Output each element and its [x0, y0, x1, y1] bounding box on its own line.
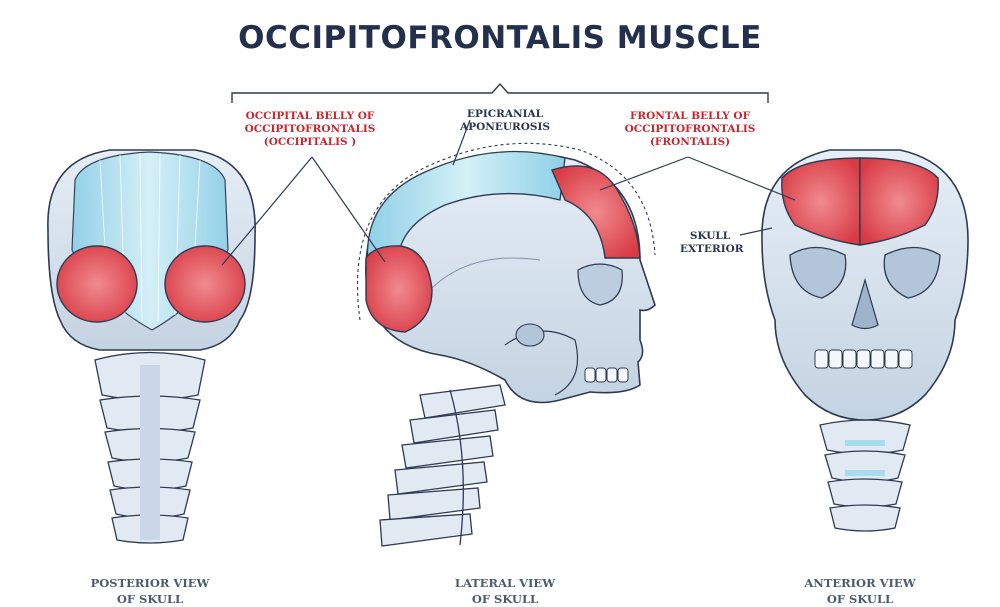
label-frontal-belly: FRONTAL BELLY OF OCCIPITOFRONTALIS (FRON…	[624, 110, 756, 148]
anterior-spine	[819, 419, 911, 532]
caption-posterior-view: POSTERIOR VIEW OF SKULL	[90, 576, 210, 606]
lateral-skull	[357, 142, 656, 547]
posterior-spine	[94, 351, 206, 544]
diagram-title: OCCIPITOFRONTALIS MUSCLE	[238, 20, 762, 56]
posterior-skull	[47, 149, 256, 544]
caption-lateral-view: LATERAL VIEW OF SKULL	[454, 576, 556, 606]
lateral-occipital-belly	[365, 245, 433, 333]
label-skull-exterior: SKULL EXTERIOR	[680, 230, 744, 255]
occipital-belly-left	[56, 245, 138, 323]
leader-lines	[221, 119, 796, 266]
label-occipital-belly: OCCIPITAL BELLY OF OCCIPITOFRONTALIS (OC…	[244, 110, 376, 148]
occipital-belly-right	[164, 245, 246, 323]
lateral-spine	[379, 384, 506, 547]
caption-anterior-view: ANTERIOR VIEW OF SKULL	[804, 576, 916, 606]
anterior-frontal-belly-right	[859, 157, 939, 246]
label-epicranial-aponeurosis: EPICRANIAL APONEUROSIS	[460, 108, 550, 133]
lateral-frontal-belly	[551, 165, 641, 259]
anterior-skull	[761, 149, 969, 532]
anterior-frontal-belly-left	[781, 157, 861, 246]
grouping-bracket	[231, 82, 769, 103]
